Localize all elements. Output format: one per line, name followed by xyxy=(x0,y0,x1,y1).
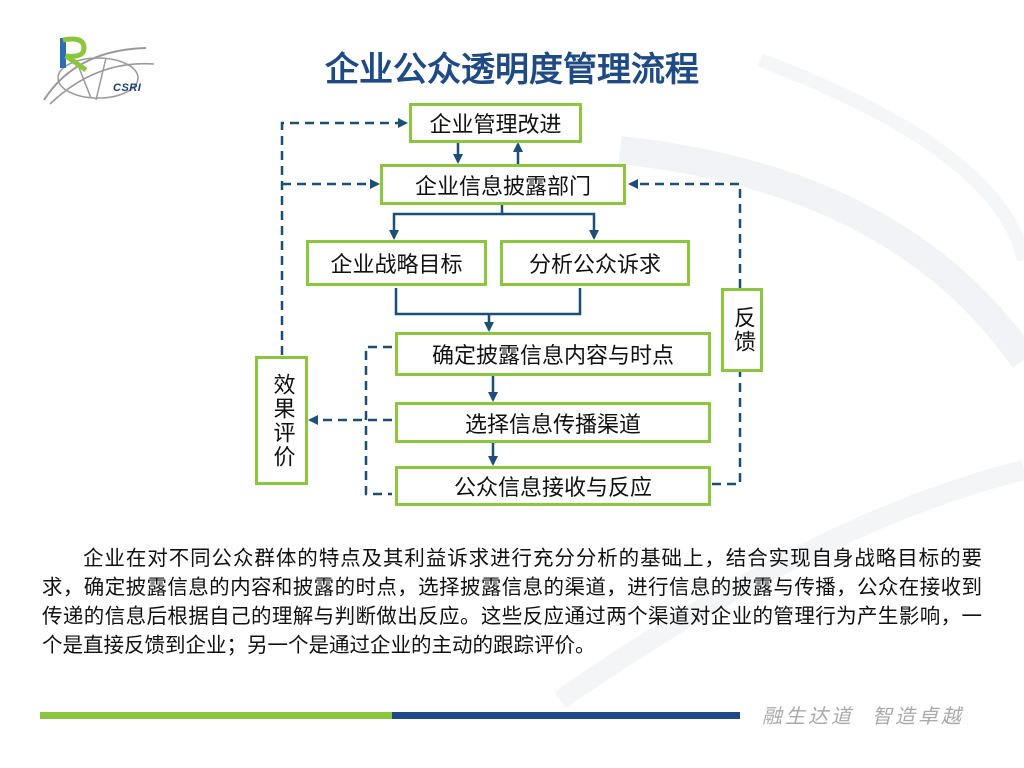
connector-department-split-right xyxy=(502,212,599,240)
dashed-left-bracket xyxy=(364,345,392,496)
node-disclosure-department: 企业信息披露部门 xyxy=(380,164,626,205)
footer-slogan: 融生达道智造卓越 xyxy=(762,700,982,729)
dashed-feedback-to-department xyxy=(628,179,742,288)
description-paragraph: 企业在对不同公众群体的特点及其利益诉求进行充分分析的基础上，结合实现自身战略目标… xyxy=(42,546,982,657)
node-public-reception: 公众信息接收与反应 xyxy=(395,466,711,506)
node-select-channel: 选择信息传播渠道 xyxy=(395,402,711,443)
logo-text: CSRI xyxy=(113,82,142,94)
page-title: 企业公众透明度管理流程 xyxy=(325,50,699,90)
footer-bar-blue xyxy=(392,712,740,719)
node-strategic-goals: 企业战略目标 xyxy=(306,240,487,286)
connector-merge xyxy=(394,288,582,316)
node-public-demands: 分析公众诉求 xyxy=(500,240,690,286)
dashed-feedback-loop xyxy=(712,371,742,486)
node-management-improvement: 企业管理改进 xyxy=(409,103,582,143)
footer-bar-green xyxy=(40,712,392,719)
slogan-left: 融生达道 xyxy=(762,704,854,728)
node-feedback: 反馈 xyxy=(721,288,763,372)
csri-logo-icon xyxy=(43,36,155,105)
node-effect-evaluation: 效果评价 xyxy=(255,356,308,485)
dashed-evaluation-to-improvement xyxy=(280,118,408,355)
slogan-right: 智造卓越 xyxy=(872,704,964,728)
node-determine-content: 确定披露信息内容与时点 xyxy=(395,332,711,376)
connector-department-split xyxy=(389,204,504,240)
